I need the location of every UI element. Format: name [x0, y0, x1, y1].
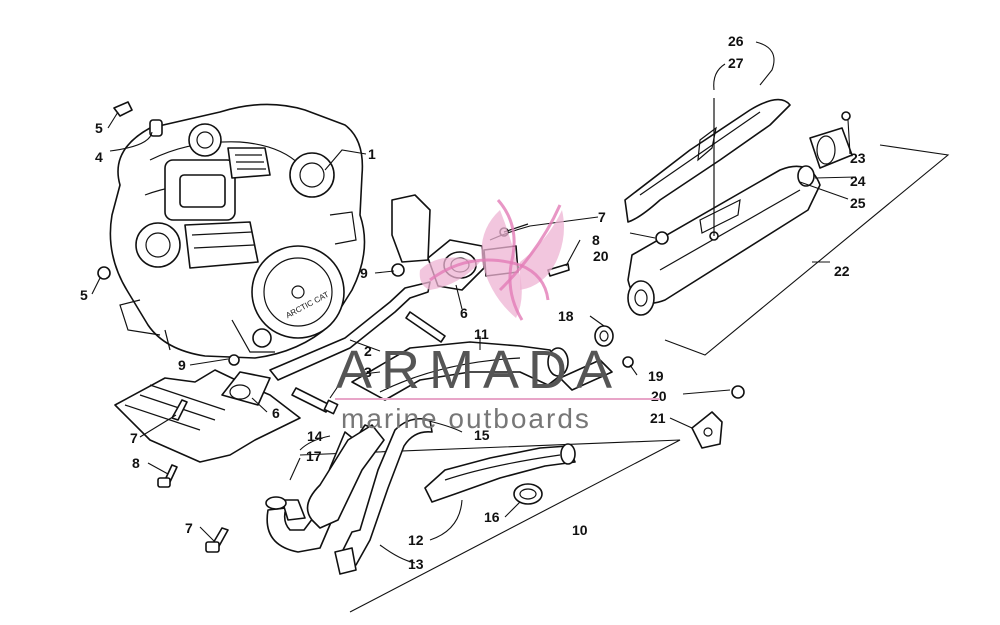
hanger-bracket [691, 385, 745, 449]
front-flange [221, 354, 271, 406]
callout-22: 22 [834, 263, 850, 279]
callout-11: 11 [474, 326, 489, 342]
watermark-title: ARMADA [336, 340, 621, 400]
assembly-10-frame [299, 439, 681, 613]
callout-8-skid: 8 [132, 455, 140, 471]
callout-8-rear: 8 [592, 232, 600, 248]
callout-12: 12 [408, 532, 424, 548]
callout-21: 21 [650, 410, 666, 426]
callout-20-hanger: 20 [651, 388, 667, 404]
callout-4: 4 [95, 149, 103, 165]
bolts [97, 101, 570, 553]
callout-19: 19 [648, 368, 664, 384]
callout-9-rear: 9 [360, 265, 368, 281]
callout-labels: 1 2 3 4 5 5 6 6 7 7 7 8 8 9 9 10 11 12 1… [80, 33, 866, 572]
callout-17: 17 [306, 448, 322, 464]
callout-23: 23 [850, 150, 866, 166]
callout-6-rear: 6 [460, 305, 468, 321]
callout-13: 13 [408, 556, 424, 572]
callout-10: 10 [572, 522, 588, 538]
watermark-subtitle: marine outboards [341, 403, 591, 434]
callout-20-muffler: 20 [593, 248, 609, 264]
watermark: ARMADA marine outboards [335, 199, 660, 434]
rear-pipe [424, 443, 576, 503]
callout-16: 16 [484, 509, 500, 525]
front-pipes [265, 417, 433, 575]
callout-27: 27 [728, 55, 744, 71]
callout-3: 3 [364, 364, 372, 380]
heat-shield [624, 98, 791, 241]
spark-arrestor [797, 111, 853, 187]
muffler [627, 165, 821, 316]
clamp [513, 483, 543, 505]
watermark-logo [419, 199, 564, 321]
callout-7-rear: 7 [598, 209, 606, 225]
callout-6-front: 6 [272, 405, 280, 421]
callout-9-front: 9 [178, 357, 186, 373]
connector [559, 325, 634, 391]
support-bracket [269, 281, 431, 381]
callout-14: 14 [307, 428, 323, 444]
heat-bracket [391, 194, 431, 263]
callout-2: 2 [364, 343, 372, 359]
callout-24: 24 [850, 173, 866, 189]
callout-25: 25 [850, 195, 866, 211]
callout-1: 1 [368, 146, 376, 162]
callout-7-pipe: 7 [185, 520, 193, 536]
callout-26: 26 [728, 33, 744, 49]
callout-15: 15 [474, 427, 490, 443]
callout-7-skid: 7 [130, 430, 138, 446]
assembly-22-frame [664, 144, 950, 356]
engine: ARCTIC CAT [109, 103, 366, 359]
callout-5-left: 5 [80, 287, 88, 303]
leader-lines [91, 41, 857, 564]
callout-18: 18 [558, 308, 574, 324]
exhaust-pipe [351, 341, 569, 401]
callout-5-top: 5 [95, 120, 103, 136]
